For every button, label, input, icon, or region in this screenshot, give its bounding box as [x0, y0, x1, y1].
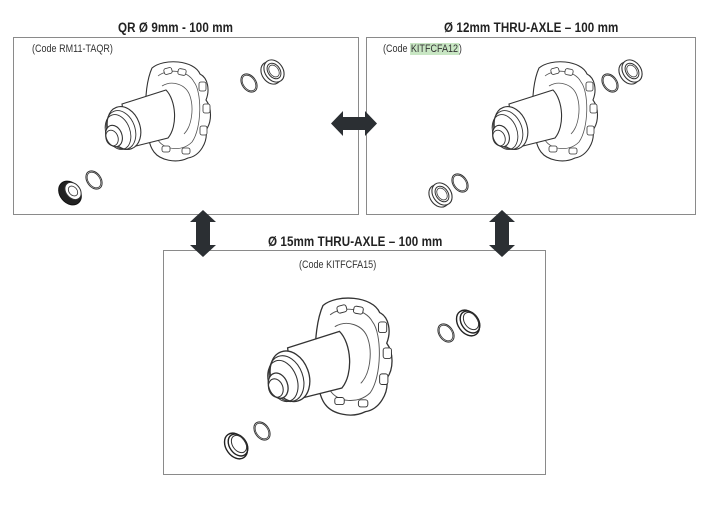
code-label-thru12: (Code KITFCFA12) [383, 43, 462, 55]
panel-qr: (Code RM11-TAQR) [13, 37, 359, 215]
double-arrow-vertical-left-icon [190, 210, 216, 257]
hub-exploded-view-thru15 [219, 297, 485, 464]
part-code-thru15: KITFCFA15 [326, 259, 374, 271]
panel-title-thru15: Ø 15mm THRU-AXLE – 100 mm [268, 234, 443, 249]
panel-title-thru12: Ø 12mm THRU-AXLE – 100 mm [444, 20, 619, 35]
panel-thru12: (Code KITFCFA12) [366, 37, 696, 215]
double-arrow-vertical-right-icon [489, 210, 515, 257]
code-label-thru15: (Code KITFCFA15) [299, 259, 377, 271]
part-code-thru12: KITFCFA12 [410, 43, 459, 55]
code-label-qr: (Code RM11-TAQR) [32, 43, 113, 55]
panel-title-qr: QR Ø 9mm - 100 mm [118, 20, 234, 35]
hub-exploded-view-thru12 [424, 55, 647, 212]
panel-thru15: (Code KITFCFA15) [163, 250, 546, 475]
part-code-qr: RM11-TAQR [59, 43, 110, 55]
double-arrow-horizontal-icon [331, 111, 377, 136]
hub-exploded-view-qr [53, 55, 289, 210]
